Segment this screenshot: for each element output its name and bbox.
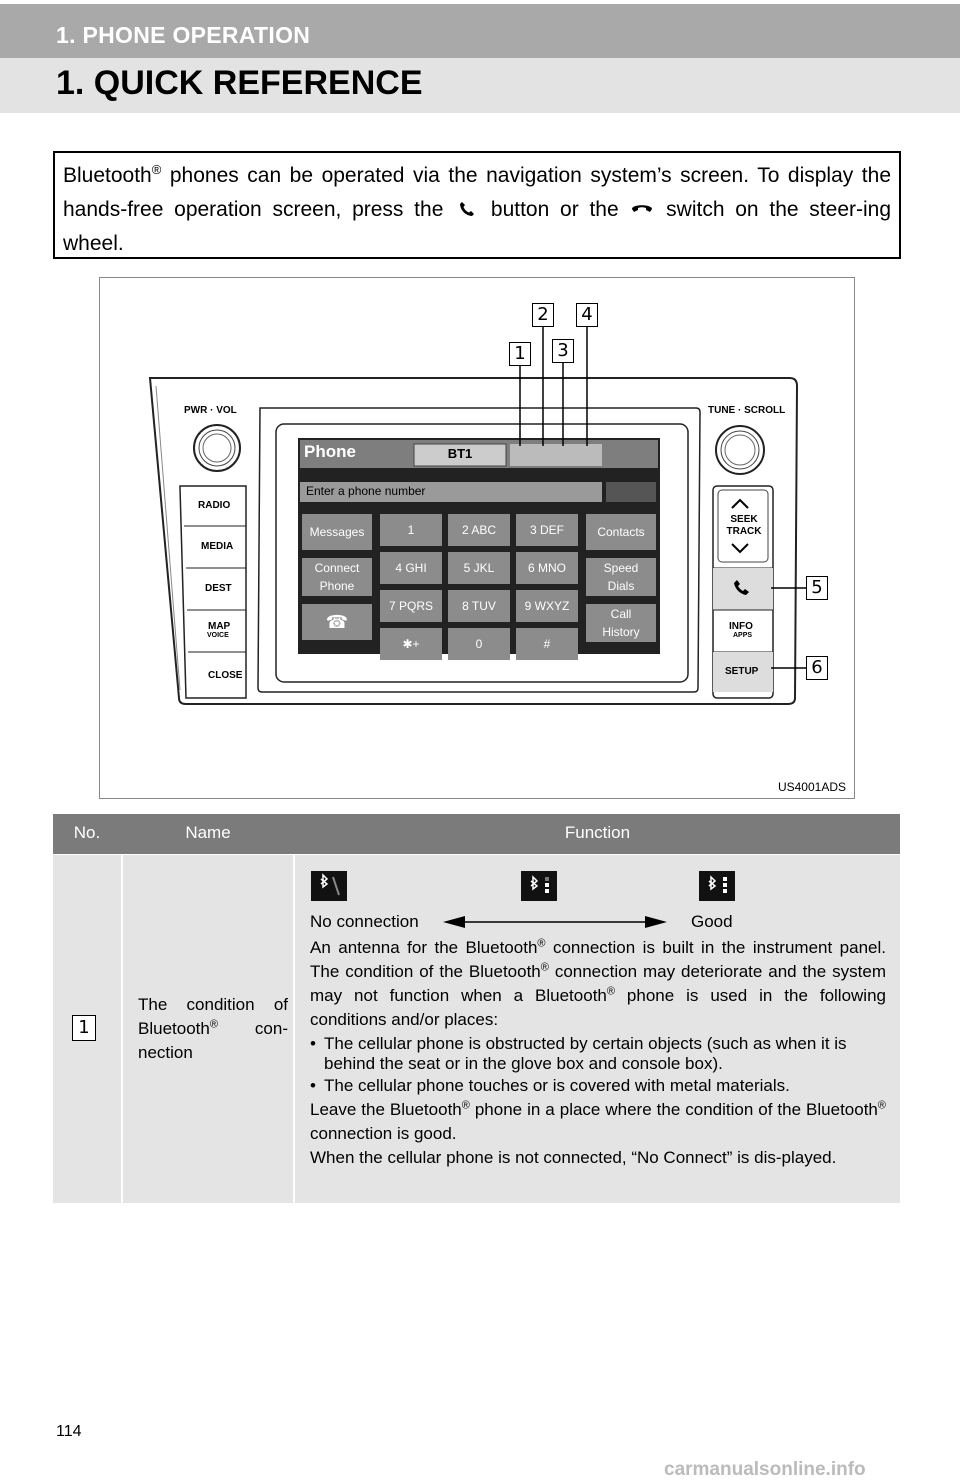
table-header: No. Name Function xyxy=(53,814,900,854)
knob-label-pwr-vol: PWR · VOL xyxy=(184,405,237,416)
page-title: 1. QUICK REFERENCE xyxy=(56,64,423,102)
phone-handset-icon xyxy=(454,195,480,216)
callout-1: 1 xyxy=(509,342,531,366)
keypad-key: 6 MNO xyxy=(516,552,578,584)
header-name: Name xyxy=(185,823,231,842)
table-row: 1 The condition of Bluetooth® con-nectio… xyxy=(53,855,900,1203)
keypad: 1 2 ABC 3 DEF 4 GHI 5 JKL 6 MNO 7 PQRS 8… xyxy=(380,514,578,660)
button-map-voice-sub: VOICE xyxy=(207,632,229,639)
intro-box: Bluetooth® phones can be operated via th… xyxy=(53,151,901,259)
bt-signal-good-icon xyxy=(699,871,735,901)
callout-4: 4 xyxy=(576,303,598,327)
right-key-contacts: Contacts xyxy=(586,514,656,550)
item-name: The condition of Bluetooth® con-nection xyxy=(138,995,288,1062)
button-dest: DEST xyxy=(205,583,232,594)
button-info-apps-sub: APPS xyxy=(733,632,753,639)
footer-watermark: carmanualsonline.info xyxy=(664,1459,866,1480)
keypad-key: 0 xyxy=(448,628,510,660)
cell-function: No connection Good An antenna for the Bl… xyxy=(295,855,900,1203)
bt-signal-none-icon xyxy=(311,871,347,901)
figure-code: US4001ADS xyxy=(777,780,846,794)
keypad-key: 7 PQRS xyxy=(380,590,442,622)
condition-list: The cellular phone is obstructed by cert… xyxy=(310,1034,886,1096)
screen-title: Phone xyxy=(304,442,356,461)
phone-number-input: Enter a phone number xyxy=(306,484,426,498)
keypad-key: 3 DEF xyxy=(516,514,578,546)
registered-mark: ® xyxy=(151,162,162,177)
button-radio: RADIO xyxy=(198,500,231,511)
callout-5: 5 xyxy=(806,576,828,600)
function-paragraph: An antenna for the Bluetooth® connection… xyxy=(310,937,886,1029)
cell-name: The condition of Bluetooth® con-nection xyxy=(123,855,293,1203)
callout-3: 3 xyxy=(552,339,574,363)
keypad-key: # xyxy=(516,628,578,660)
range-no-connection-label: No connection xyxy=(310,912,419,931)
button-seek-track: SEEK TRACK xyxy=(726,514,762,537)
header-no: No. xyxy=(73,823,101,842)
intro-text: button or the xyxy=(480,198,630,221)
keypad-key: 5 JKL xyxy=(448,552,510,584)
left-key-connect-phone: Connect Phone xyxy=(302,558,372,596)
keypad-key: 2 ABC xyxy=(448,514,510,546)
knob-label-tune-scroll: TUNE · SCROLL xyxy=(708,405,786,416)
function-text: An antenna for the Bluetooth® connection… xyxy=(310,936,886,1170)
heading-bar xyxy=(0,58,960,113)
function-paragraph: When the cellular phone is not connected… xyxy=(310,1148,837,1167)
button-map: MAP xyxy=(208,621,231,632)
left-key-hangup: ☎ xyxy=(302,604,372,640)
left-key-messages: Messages xyxy=(302,514,372,550)
button-info: INFO xyxy=(729,621,753,632)
keypad-key: 8 TUV xyxy=(448,590,510,622)
keypad-key: 9 WXYZ xyxy=(516,590,578,622)
header-function: Function xyxy=(564,823,631,842)
button-close: CLOSE xyxy=(208,670,243,681)
function-paragraph: Leave the Bluetooth® phone in a place wh… xyxy=(310,1099,886,1143)
callout-6: 6 xyxy=(806,656,828,680)
cell-no: 1 xyxy=(53,855,121,1203)
range-good-label: Good xyxy=(691,912,733,931)
list-item: The cellular phone is obstructed by cert… xyxy=(310,1034,886,1074)
intro-text: phones can be operated via the navigatio… xyxy=(63,164,891,221)
intro-text: switch on the steer-ing wheel. xyxy=(63,198,892,255)
list-item: The cellular phone touches or is covered… xyxy=(310,1076,886,1096)
head-unit-illustration: Phone BT1 Enter a phone number Messages … xyxy=(99,277,855,799)
button-setup: SETUP xyxy=(725,666,759,677)
screen-source: BT1 xyxy=(447,446,473,461)
callout-2: 2 xyxy=(532,303,554,327)
bt-signal-medium-icon xyxy=(521,871,557,901)
range-arrow xyxy=(443,913,667,931)
right-key-speed-dials: Speed Dials xyxy=(586,558,656,596)
right-key-call-history: Call History xyxy=(586,604,656,642)
button-media: MEDIA xyxy=(201,541,234,552)
section-title: 1. PHONE OPERATION xyxy=(56,22,311,48)
item-number-box: 1 xyxy=(72,1015,96,1041)
page-number: 114 xyxy=(56,1423,82,1440)
keypad-key: 4 GHI xyxy=(380,552,442,584)
section-header-bar xyxy=(0,0,960,58)
keypad-key: ✱+ xyxy=(380,628,442,660)
intro-text: Bluetooth xyxy=(63,164,152,187)
keypad-key: 1 xyxy=(380,514,442,546)
steering-phone-switch-icon xyxy=(629,195,655,213)
